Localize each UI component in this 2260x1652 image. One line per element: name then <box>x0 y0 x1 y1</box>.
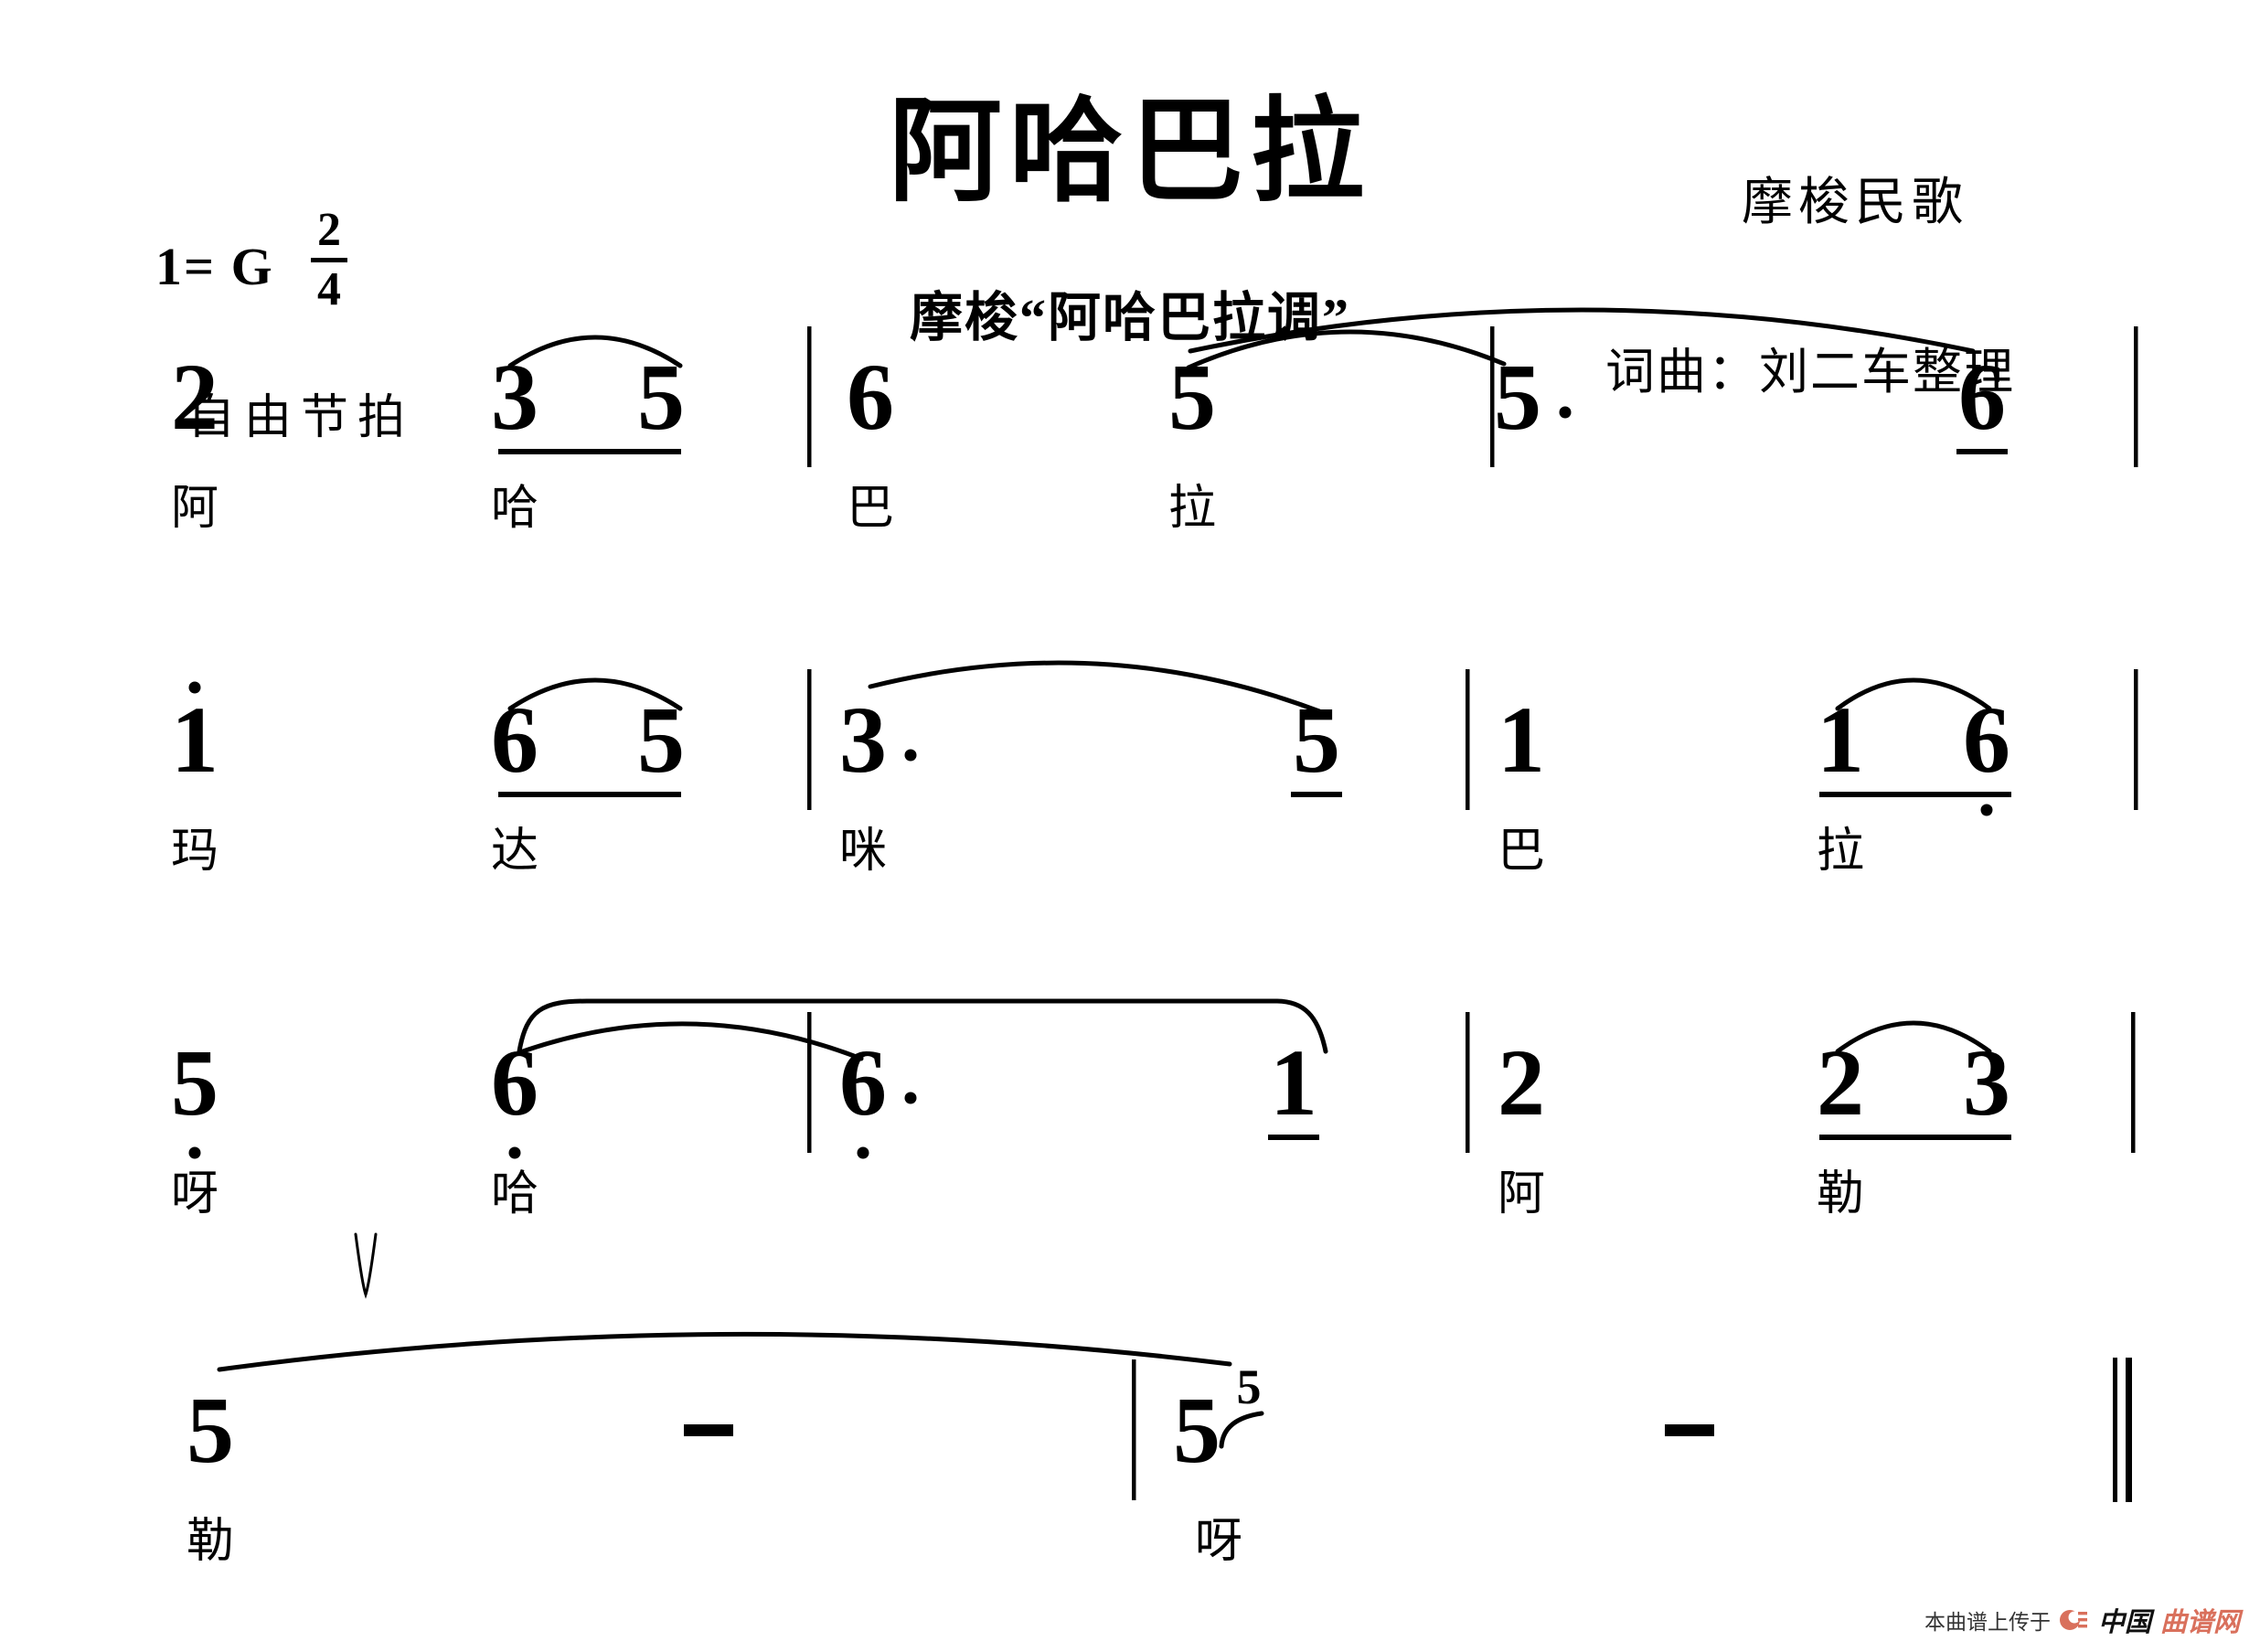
lyric: 阿 <box>1497 1168 1546 1220</box>
lyric: 巴 <box>1497 826 1546 878</box>
lyric: 拉 <box>1167 483 1217 535</box>
barline <box>807 1012 812 1153</box>
lyric: 玛 <box>170 826 219 878</box>
site-name-black: 中国 <box>2097 1608 2151 1637</box>
note: 5 <box>637 345 685 450</box>
note: 5 <box>1293 687 1340 793</box>
note: 3 <box>839 687 887 793</box>
barline <box>2131 1012 2136 1153</box>
note: 6 <box>491 687 538 793</box>
octave-dot <box>508 1146 521 1159</box>
note: 5 <box>1494 345 1541 450</box>
slur <box>1188 307 1976 354</box>
barline <box>1466 1012 1470 1153</box>
breath-mark-icon <box>354 1232 378 1299</box>
slur <box>507 677 683 711</box>
final-barline <box>2126 1358 2132 1502</box>
note: 6 <box>1958 345 2006 450</box>
note: 5 <box>187 1378 234 1483</box>
composer-credit: 词曲：刘二车整理 <box>1605 345 2015 400</box>
key-prefix: 1= <box>155 237 217 296</box>
lyric: 哈 <box>490 1168 539 1220</box>
lyric: 呀 <box>170 1168 219 1220</box>
note: 6 <box>839 1030 887 1135</box>
lyric: 勒 <box>186 1516 235 1568</box>
note: 5 <box>1168 345 1216 450</box>
barline <box>1490 326 1495 467</box>
octave-dot <box>904 749 917 762</box>
slur <box>517 998 1328 1054</box>
beam-underline <box>498 792 681 797</box>
beam-underline <box>1819 1135 2011 1140</box>
extension-dash <box>684 1424 733 1436</box>
note: 2 <box>171 345 219 450</box>
lyric: 达 <box>490 826 539 878</box>
site-name-red: 曲谱网 <box>2159 1608 2240 1637</box>
note: 5 <box>637 687 685 793</box>
note: 1 <box>1498 687 1545 793</box>
slur <box>1835 677 1992 711</box>
watermark-prefix: 本曲谱上传于 <box>1924 1610 2051 1634</box>
note: 1 <box>1817 687 1864 793</box>
barline <box>1466 669 1470 810</box>
octave-dot <box>1980 804 1993 816</box>
lyric: 巴 <box>846 483 895 535</box>
lyric: 勒 <box>1816 1168 1865 1220</box>
extension-dash <box>1665 1424 1714 1436</box>
key-letter: G <box>230 237 274 296</box>
beam-underline <box>1819 792 2011 797</box>
time-numerator: 2 <box>317 204 341 256</box>
slur <box>1186 329 1507 370</box>
slur <box>520 1021 864 1061</box>
time-signature-bar <box>311 258 347 262</box>
note: 5 <box>1173 1378 1221 1483</box>
beam-underline <box>1291 792 1342 797</box>
barline <box>2134 326 2138 467</box>
lyric: 拉 <box>1816 826 1865 878</box>
time-signature: 2 4 <box>307 205 351 315</box>
tempo-marking: 自由节拍 <box>187 392 415 444</box>
barline <box>2134 669 2138 810</box>
beam-underline <box>498 449 681 454</box>
final-barline <box>2113 1358 2117 1502</box>
lyric: 咪 <box>838 826 888 878</box>
lyric: 哈 <box>490 483 539 535</box>
octave-dot <box>188 681 201 694</box>
lyric: 呀 <box>1194 1516 1243 1568</box>
note: 6 <box>491 1030 538 1135</box>
note: 3 <box>1963 1030 2010 1135</box>
octave-dot <box>857 1146 869 1159</box>
note: 1 <box>1270 1030 1317 1135</box>
time-denominator: 4 <box>317 263 341 315</box>
barline <box>1132 1359 1136 1500</box>
note: 6 <box>1963 687 2010 793</box>
slur <box>1219 1411 1264 1449</box>
octave-dot <box>188 1146 201 1159</box>
barline <box>807 669 812 810</box>
note: 3 <box>491 345 538 450</box>
beam-underline <box>1956 449 2008 454</box>
slur <box>217 1331 1232 1372</box>
page-title: 阿哈巴拉 <box>888 90 1371 215</box>
slur <box>507 335 683 368</box>
slur <box>1835 1020 1992 1054</box>
key-signature: 1= G <box>155 236 274 297</box>
note: 2 <box>1498 1030 1545 1135</box>
beam-underline <box>1268 1135 1319 1140</box>
lyric: 阿 <box>170 483 219 535</box>
note: 5 <box>171 1030 219 1135</box>
slur <box>868 660 1322 714</box>
watermark: 本曲谱上传于 中国 曲谱网 <box>1924 1601 2240 1639</box>
note: 2 <box>1817 1030 1864 1135</box>
octave-dot <box>1559 406 1572 419</box>
barline <box>807 326 812 467</box>
grace-note: 5 <box>1236 1359 1262 1414</box>
note: 1 <box>171 687 219 793</box>
note: 6 <box>847 345 894 450</box>
site-logo-icon <box>2059 1610 2087 1630</box>
octave-dot <box>904 1092 917 1104</box>
song-source: 摩梭民歌 <box>1742 175 1968 231</box>
